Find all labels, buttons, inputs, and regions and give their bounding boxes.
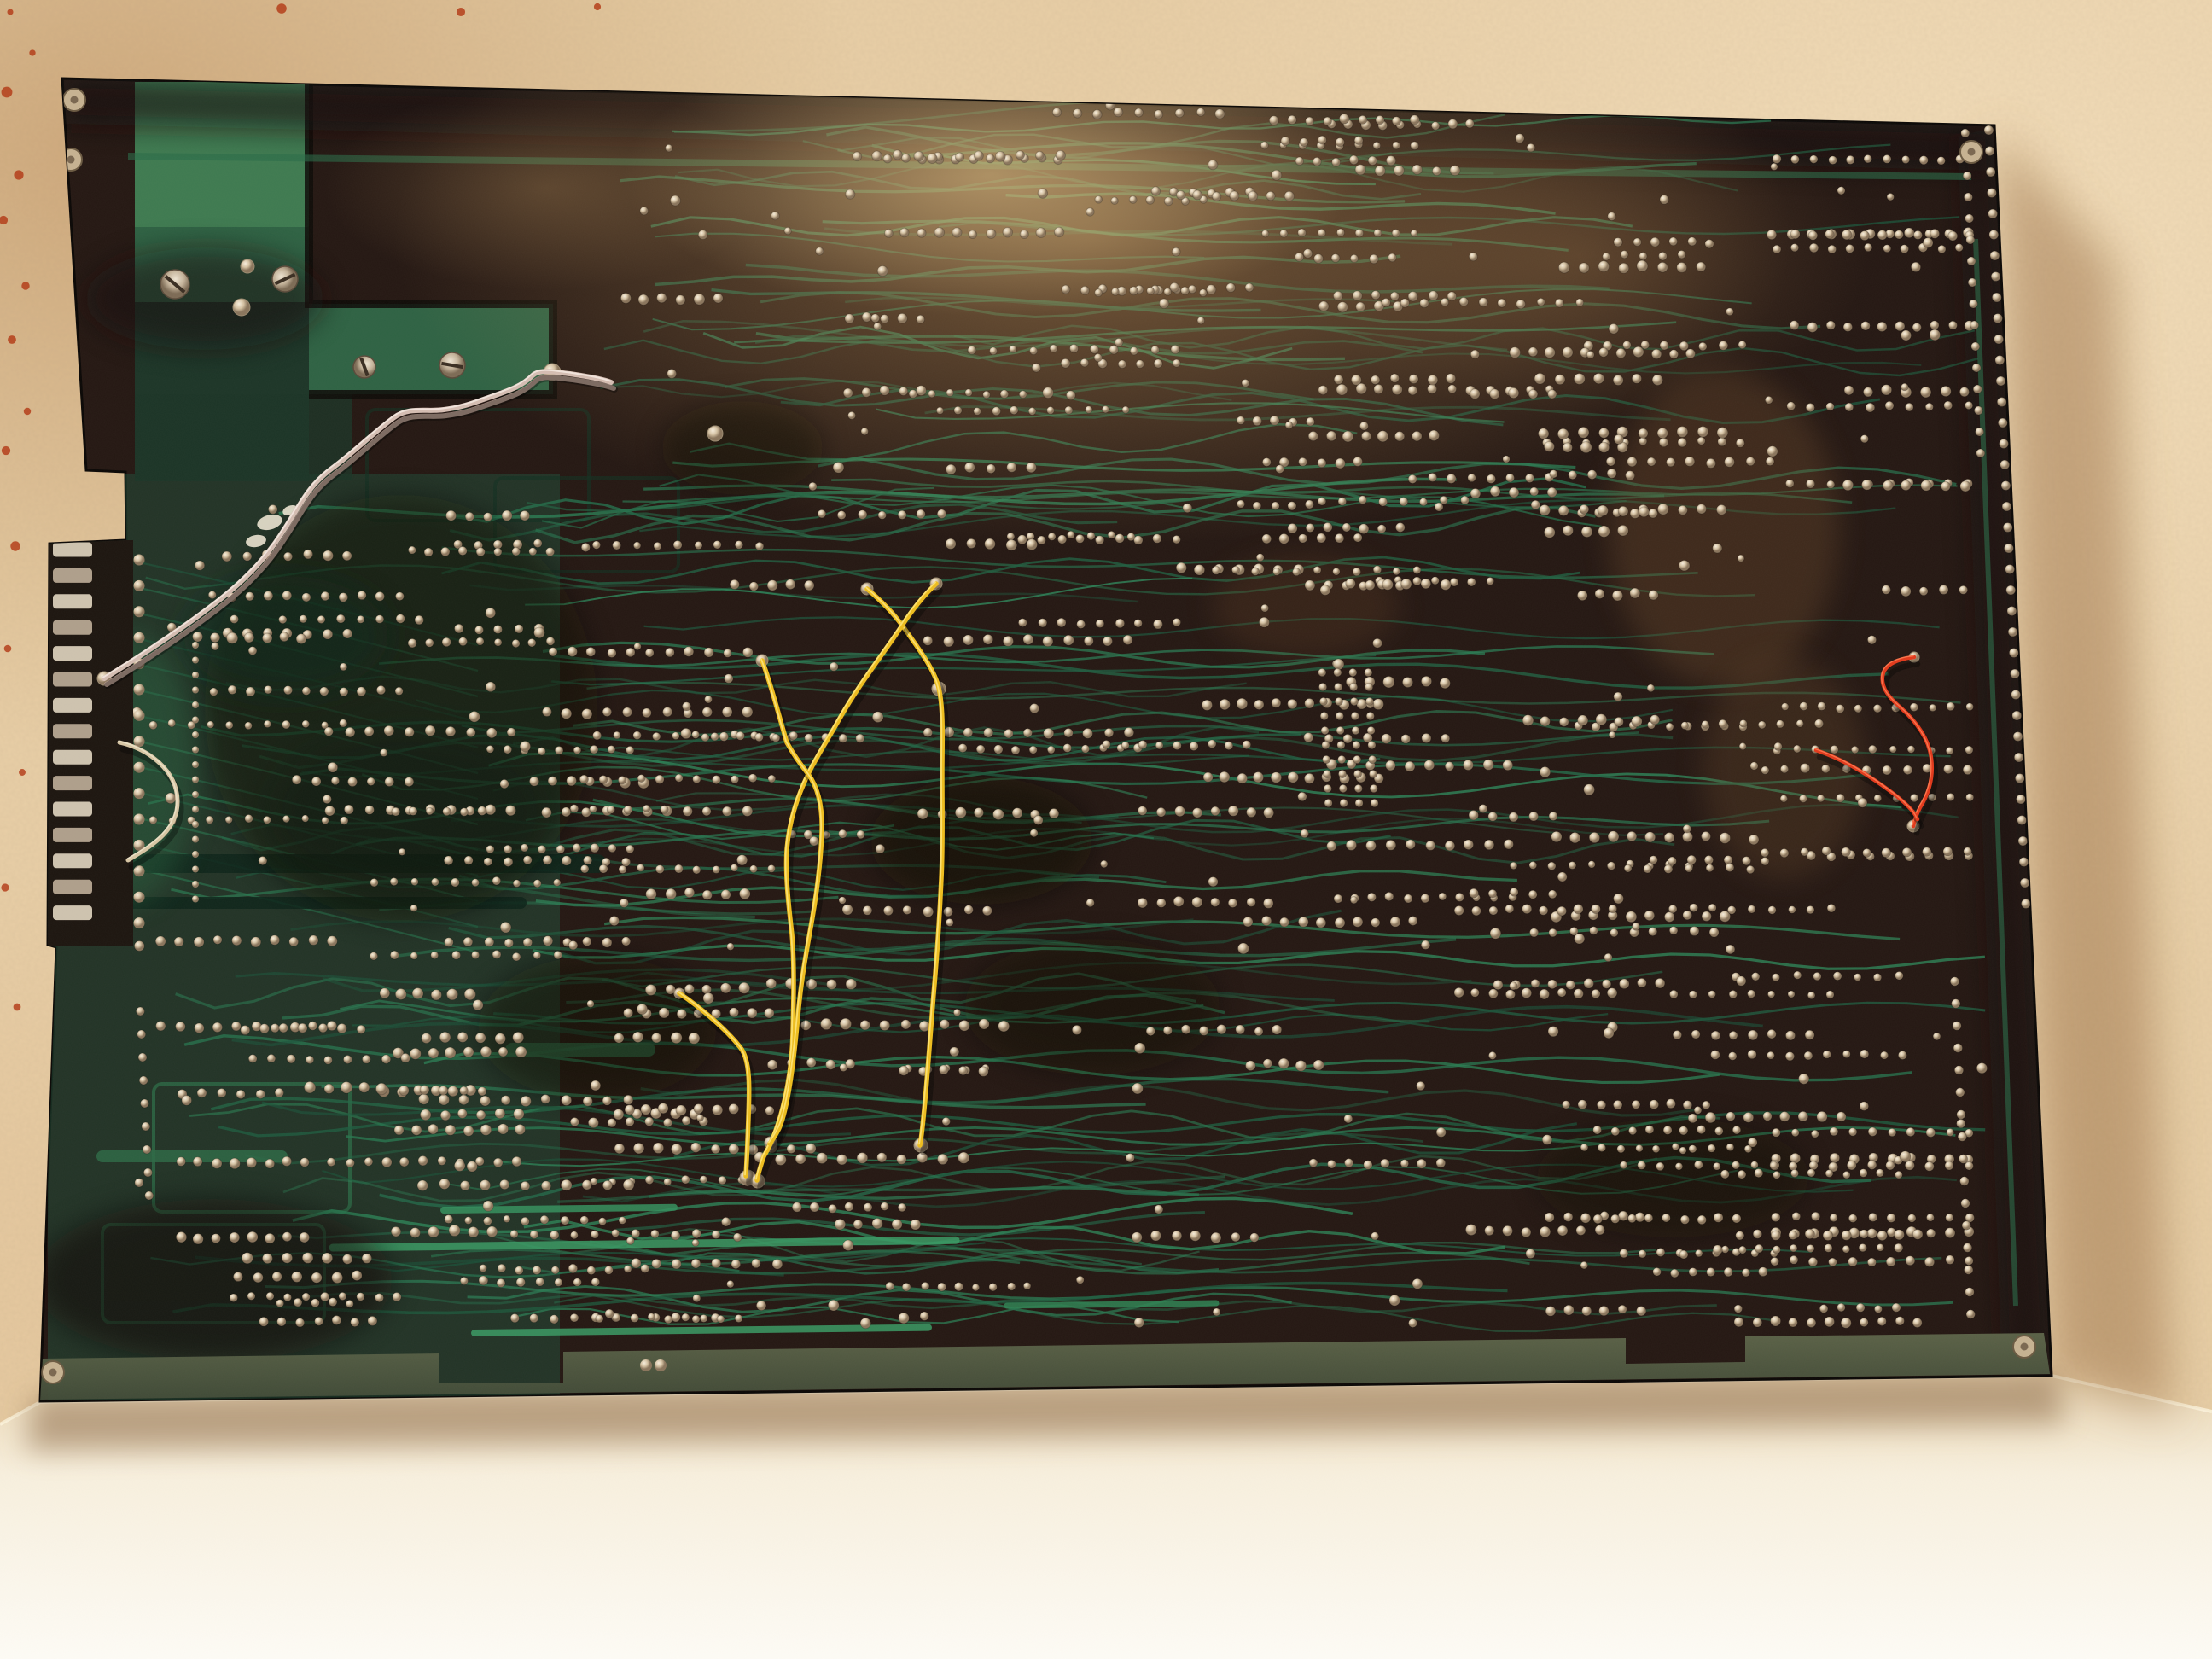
pcb-photo-canvas	[0, 0, 2212, 1659]
photo-grain	[0, 0, 2212, 1659]
photo-scene	[0, 0, 2212, 1659]
